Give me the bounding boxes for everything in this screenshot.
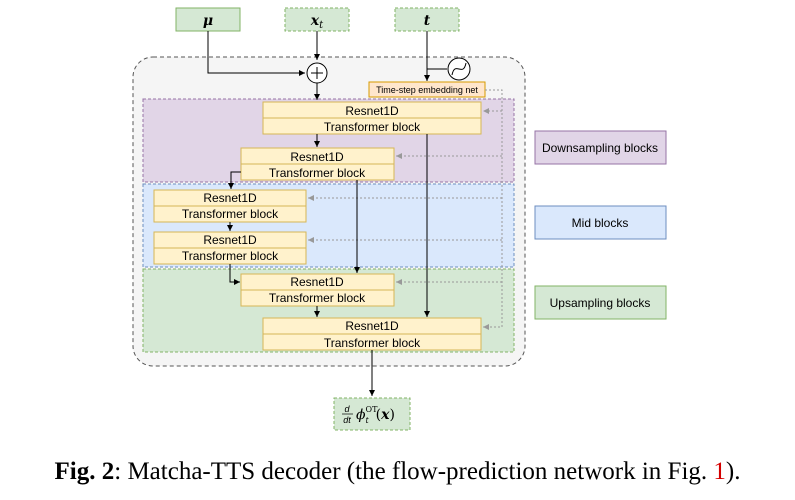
down-block-2: Resnet1D Transformer block [240, 147, 395, 181]
flow-arrows [227, 134, 430, 396]
time-step-embedding-net: Time-step embedding net [368, 81, 486, 98]
down-block-1-transformer: Transformer block [324, 120, 421, 134]
legend-downsampling: Downsampling blocks [534, 130, 667, 165]
input-xt-sub: t [319, 20, 324, 31]
down-block-1: Resnet1D Transformer block [262, 101, 482, 135]
up-block-2: Resnet1D Transformer block [262, 317, 482, 351]
output-box: d dt ϕOT t (x) [333, 397, 411, 431]
svg-text:xt: xt [310, 13, 324, 31]
input-t-label: t [424, 13, 431, 29]
output-frac-den: dt [343, 415, 351, 425]
embedding-connections [308, 89, 503, 330]
mid-block-1: Resnet1D Transformer block [153, 189, 307, 223]
up-block-1-resnet: Resnet1D [290, 275, 344, 289]
caption-end: ). [725, 458, 741, 485]
sinusoid-icon [447, 57, 471, 81]
decoder-diagram: μ xt t Time-step embedding net [132, 7, 667, 431]
down-block-2-resnet: Resnet1D [290, 150, 344, 164]
output-frac-num: d [344, 404, 350, 414]
caption-fig-label: Fig. 2 [54, 458, 115, 485]
output-close: ) [390, 407, 395, 423]
up-block-1: Resnet1D Transformer block [240, 273, 395, 307]
mid-block-1-transformer: Transformer block [182, 207, 279, 221]
input-mu: μ [175, 7, 241, 32]
legend-upsampling: Upsampling blocks [534, 285, 667, 320]
legend-upsampling-label: Upsampling blocks [550, 296, 651, 310]
up-block-2-resnet: Resnet1D [345, 319, 399, 333]
down-block-1-resnet: Resnet1D [345, 104, 399, 118]
input-mu-label: μ [203, 13, 213, 29]
output-x: x [380, 407, 390, 423]
mid-block-2: Resnet1D Transformer block [153, 231, 307, 265]
embedding-label: Time-step embedding net [376, 85, 478, 95]
mid-block-2-resnet: Resnet1D [203, 233, 257, 247]
sum-node [306, 62, 328, 84]
down-block-2-transformer: Transformer block [269, 166, 366, 180]
up-block-1-transformer: Transformer block [269, 291, 366, 305]
input-t: t [394, 7, 460, 32]
mid-block-2-transformer: Transformer block [182, 249, 279, 263]
caption-text: : Matcha-TTS decoder (the flow-predictio… [114, 458, 714, 485]
caption-ref-link[interactable]: 1 [713, 458, 726, 485]
input-xt: xt [284, 7, 350, 32]
output-open: ( [376, 407, 381, 423]
legend-downsampling-label: Downsampling blocks [542, 141, 658, 155]
output-phi: ϕ [356, 407, 366, 423]
output-sub: t [365, 416, 369, 425]
figure-caption: Fig. 2: Matcha-TTS decoder (the flow-pre… [0, 458, 795, 486]
output-sup: OT [366, 405, 379, 414]
mid-block-1-resnet: Resnet1D [203, 191, 257, 205]
legend-mid-label: Mid blocks [572, 216, 629, 230]
up-block-2-transformer: Transformer block [324, 336, 421, 350]
legend-mid: Mid blocks [534, 205, 667, 240]
input-xt-base: x [310, 13, 320, 29]
